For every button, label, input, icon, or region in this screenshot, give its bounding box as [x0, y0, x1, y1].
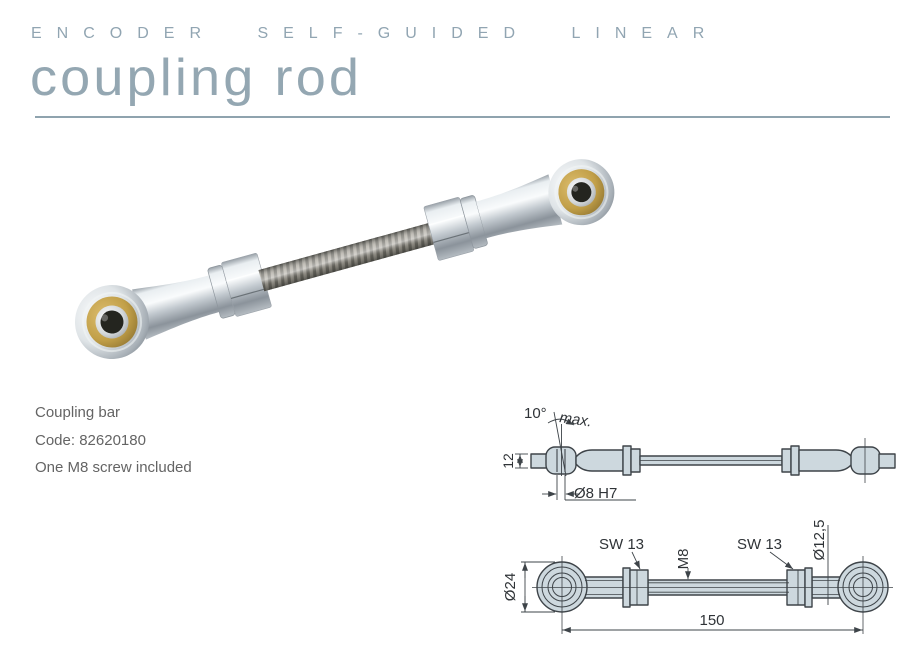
nut-facet: [428, 214, 465, 226]
dim-wrench-left-label: SW 13: [599, 536, 644, 553]
product-name: Coupling bar: [35, 404, 121, 421]
dim-angle-label: 10°: [524, 405, 547, 422]
front-view-detail-lines: [532, 525, 893, 634]
nut-facet: [230, 287, 267, 299]
drawing-side-view: 12 10° max. Ø8 H7: [500, 405, 896, 502]
product-code: Code: 82620180: [35, 431, 146, 449]
dim-height-label: 12: [500, 453, 516, 469]
category-eyebrow: ENCODER SELF-GUIDED LINEAR: [31, 25, 720, 42]
nut-facet: [433, 231, 470, 244]
rod-end-eye-right: [548, 159, 615, 226]
dim-thread-label: M8: [675, 549, 692, 570]
dim-shank-diameter-label: Ø12,5: [811, 520, 828, 561]
drawing-front-view: Ø24 SW 13 M8 SW 13 Ø12,5 150: [502, 520, 893, 634]
dim-angle-max-label: max.: [558, 409, 593, 430]
header-divider: [35, 116, 890, 118]
dim-eye-diameter-label: Ø24: [502, 573, 519, 601]
side-view-dimension-lines: [515, 453, 636, 501]
product-photo: [75, 159, 615, 359]
front-view-dimension-lines: [521, 551, 863, 633]
dim-bore-label: Ø8 H7: [574, 485, 617, 502]
dim-length-label: 150: [699, 612, 724, 629]
product-note: One M8 screw included: [35, 459, 192, 476]
nut-facet: [226, 270, 263, 282]
coupling-rod-assembly: [75, 159, 615, 359]
rod-end-eye-left: [75, 285, 149, 359]
product-info: Coupling bar Code: 82620180 One M8 screw…: [35, 399, 192, 482]
rod-end-body-left: [132, 275, 220, 340]
page-title: coupling rod: [30, 49, 363, 107]
threaded-rod-shading: [258, 222, 436, 292]
front-view-part: [536, 561, 889, 613]
rod-end-body-right: [476, 174, 563, 239]
side-view-detail-lines: [547, 411, 866, 483]
dim-wrench-right-label: SW 13: [737, 536, 782, 553]
